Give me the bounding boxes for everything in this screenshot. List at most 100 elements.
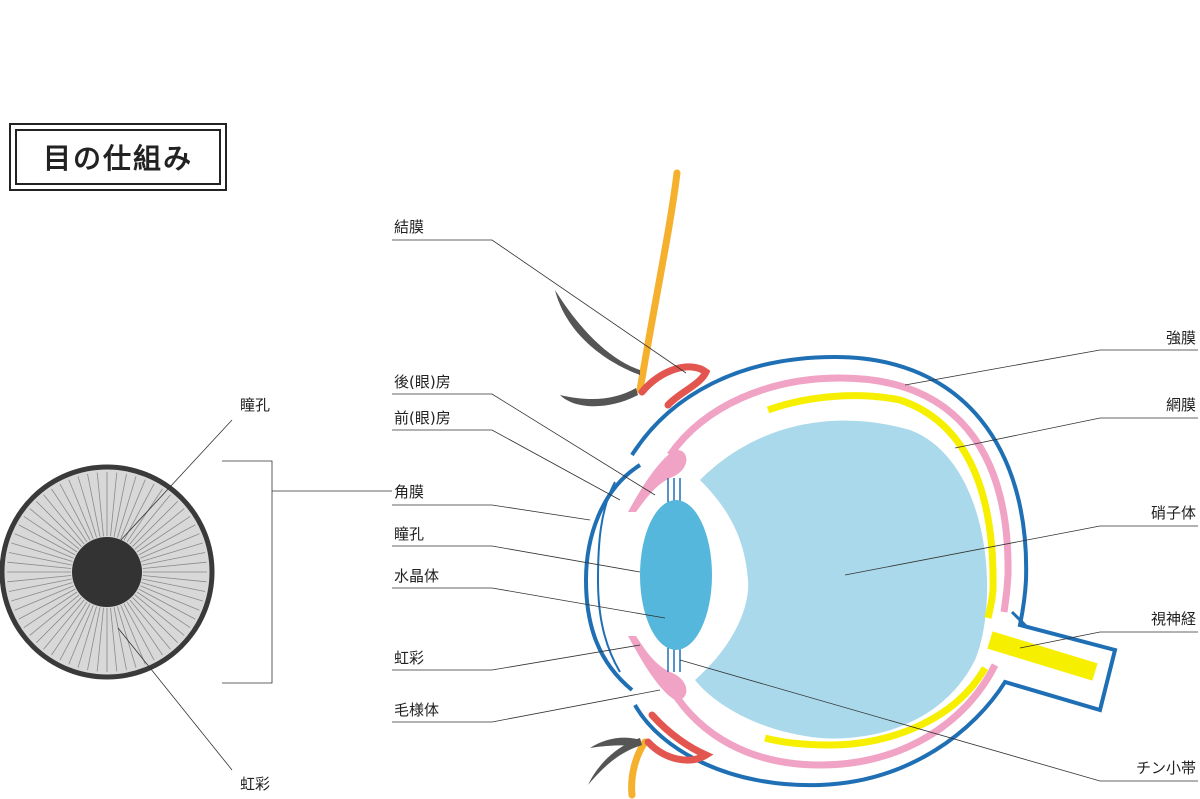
ciliary-body-upper: [628, 449, 687, 512]
leader-conjunctiva: [392, 239, 687, 374]
iris-spoke: [87, 473, 101, 537]
iris-spoke: [43, 494, 85, 545]
label-zonule: チン小帯: [1135, 759, 1196, 777]
label-sclera: 強膜: [1165, 329, 1196, 347]
iris-spoke: [77, 606, 97, 668]
leader-ciliary-body: [392, 689, 661, 723]
lower-lash-2: [590, 737, 640, 748]
iris-spoke: [110, 607, 118, 672]
iris-spoke: [142, 552, 206, 566]
iris-spoke: [51, 488, 88, 543]
iris-spoke: [8, 578, 72, 592]
iris-spoke: [120, 605, 146, 665]
leader-front-iris: [117, 627, 233, 771]
retina-upper: [766, 392, 997, 619]
sclera: [630, 354, 1118, 788]
iris-spoke: [134, 508, 185, 550]
iris-spoke: [7, 575, 72, 583]
leader-retina: [954, 417, 1198, 449]
iris-spoke: [8, 552, 72, 566]
iris-spoke: [29, 508, 80, 550]
leader-front-pupil: [106, 419, 233, 556]
iris-spoke: [113, 473, 127, 537]
leader-lines: [392, 239, 1198, 782]
title-frame-inner: 目の仕組み: [15, 129, 221, 185]
iris-spoke: [36, 597, 82, 643]
lower-conjunctiva: [644, 711, 714, 764]
iris-spoke: [134, 594, 185, 636]
leader-anterior-chamber: [392, 429, 621, 501]
lower-lash-1: [588, 738, 642, 785]
leader-posterior-chamber: [392, 393, 656, 496]
iris-spoke: [113, 607, 127, 671]
iris-spoke: [77, 476, 97, 538]
ciliary-body-lower: [628, 636, 687, 701]
leader-zonule: [679, 659, 1198, 782]
vitreous-body: [695, 420, 988, 739]
optic-nerve-sheath: [1010, 610, 1030, 630]
leader-sclera: [904, 349, 1198, 386]
iris-spoke: [11, 582, 73, 602]
lower-eyelid-skin: [628, 738, 649, 799]
iris-spoke: [110, 472, 118, 537]
iris-spoke: [138, 524, 196, 556]
iris-spoke: [129, 494, 171, 545]
iris-spoke: [142, 561, 207, 569]
iris-spoke: [96, 472, 104, 537]
leader-lens: [392, 587, 666, 619]
iris-spoke: [96, 607, 104, 672]
leader-optic-nerve: [1019, 631, 1198, 649]
upper-eyelid-skin: [636, 169, 681, 394]
page-title: 目の仕組み: [42, 142, 193, 175]
iris-spoke: [132, 597, 178, 643]
label-ciliary-body: 毛様体: [394, 701, 440, 719]
label-iris: 虹彩: [394, 649, 425, 667]
optic-nerve: [987, 631, 1098, 681]
choroid-upper: [667, 374, 1012, 613]
retina-lower: [764, 666, 989, 749]
iris-spoke: [120, 479, 146, 539]
label-anterior-chamber: 前(眼)房: [394, 409, 451, 427]
iris-spoke: [141, 582, 203, 602]
upper-conjunctiva: [638, 363, 711, 409]
iris-spoke: [59, 483, 91, 541]
label-front-pupil: 瞳孔: [240, 396, 271, 414]
iris-spoke: [123, 603, 155, 661]
front-view-eye: [0, 464, 215, 680]
iris-spoke: [23, 591, 78, 628]
leader-pupil: [392, 545, 641, 573]
iris-spoke: [142, 578, 206, 592]
iris-spoke: [117, 606, 137, 668]
choroid-lower: [669, 663, 999, 769]
iris-spoke: [138, 588, 196, 620]
upper-lash-2: [560, 388, 638, 407]
iris-spoke: [36, 501, 82, 547]
iris-spoke: [29, 594, 80, 636]
iris-spoke: [68, 479, 94, 539]
iris-spoke: [18, 588, 76, 620]
label-posterior-chamber: 後(眼)房: [394, 373, 451, 391]
leader-iris: [392, 644, 641, 671]
label-pupil: 瞳孔: [394, 525, 425, 543]
iris-spoke: [23, 516, 78, 553]
label-optic-nerve: 視神経: [1150, 610, 1196, 628]
leader-vitreous: [844, 525, 1198, 576]
front-pupil: [72, 537, 142, 607]
lens: [640, 500, 712, 650]
label-front-iris: 虹彩: [240, 775, 271, 793]
iris-spoke: [87, 607, 101, 671]
iris-spoke: [14, 533, 74, 559]
iris-spoke: [7, 561, 72, 569]
iris-spoke: [132, 501, 178, 547]
iris-spoke: [140, 585, 200, 611]
eye-cross-section: [555, 169, 1118, 799]
iris-spoke: [117, 476, 137, 538]
iris-spoke: [126, 488, 163, 543]
leader-cornea: [392, 504, 591, 521]
iris-spoke: [140, 533, 200, 559]
bracket: [222, 460, 273, 684]
iris-spoke: [126, 601, 163, 656]
iris-spoke: [59, 603, 91, 661]
iris-spoke: [141, 542, 203, 562]
